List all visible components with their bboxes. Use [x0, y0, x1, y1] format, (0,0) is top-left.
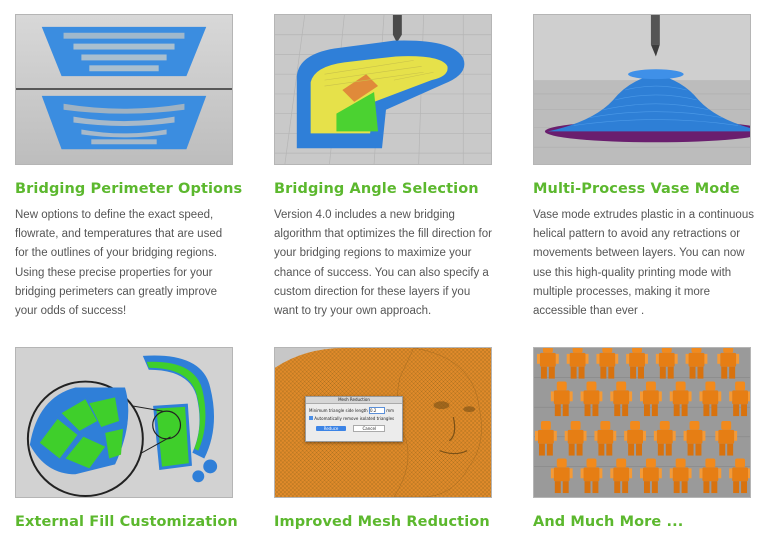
feature-title: And Much More ... — [533, 514, 684, 530]
feature-card-bridging-perimeter: Bridging Perimeter Options New options t… — [15, 14, 243, 321]
feature-card-much-more: And Much More ... — [533, 347, 751, 530]
feature-title: Bridging Perimeter Options — [15, 181, 243, 197]
vase-mode-image[interactable] — [533, 14, 751, 165]
feature-title: Improved Mesh Reduction — [274, 514, 490, 530]
dialog-field-label: Minimum triangle side length — [309, 408, 368, 413]
feature-card-external-fill: External Fill Customization — [15, 347, 238, 530]
feature-description: Vase mode extrudes plastic in a continuo… — [533, 209, 754, 318]
mesh-reduction-dialog: Mesh Reduction Minimum triangle side len… — [305, 396, 403, 442]
bridging-perimeter-image[interactable] — [15, 14, 233, 165]
dialog-checkbox-label: Automatically remove isolated triangles — [314, 416, 395, 421]
feature-card-bridging-angle: Bridging Angle Selection Version 4.0 inc… — [274, 14, 492, 321]
dialog-checkbox[interactable] — [309, 416, 313, 420]
dialog-title-bar: Mesh Reduction — [306, 397, 402, 404]
mesh-reduction-image[interactable]: Mesh Reduction Minimum triangle side len… — [274, 347, 492, 498]
feature-title: External Fill Customization — [15, 514, 238, 530]
cancel-button[interactable]: Cancel — [353, 425, 386, 432]
feature-description: Version 4.0 includes a new bridging algo… — [274, 209, 492, 318]
feature-title: Multi-Process Vase Mode — [533, 181, 740, 197]
external-fill-image[interactable] — [15, 347, 233, 498]
feature-card-mesh-reduction: Mesh Reduction Minimum triangle side len… — [274, 347, 492, 530]
reduce-button[interactable]: Reduce — [316, 426, 346, 431]
dialog-field-input[interactable]: 0.2 — [369, 407, 385, 414]
much-more-image[interactable] — [533, 347, 751, 498]
feature-card-vase-mode: Multi-Process Vase Mode Vase mode extrud… — [533, 14, 754, 321]
bridging-angle-image[interactable] — [274, 14, 492, 165]
dialog-unit: mm — [386, 408, 395, 413]
feature-title: Bridging Angle Selection — [274, 181, 479, 197]
feature-description: New options to define the exact speed, f… — [15, 209, 223, 318]
